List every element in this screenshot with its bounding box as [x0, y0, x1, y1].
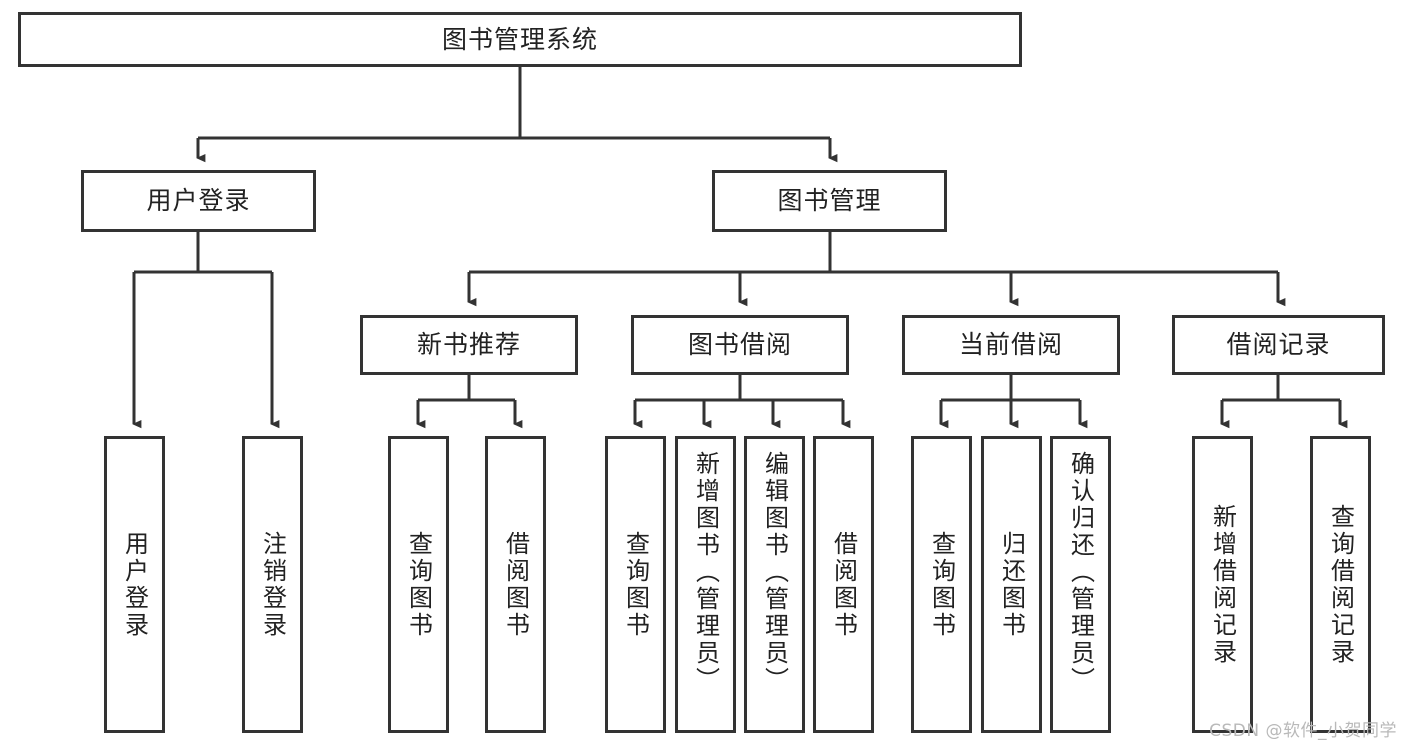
- node-label: 查询借阅记录: [1326, 503, 1355, 666]
- node-leaf-add-record[interactable]: 新增借阅记录: [1192, 436, 1253, 733]
- node-label: 用户登录: [146, 186, 251, 215]
- node-leaf-confirm-return[interactable]: 确认归还（管理员）: [1050, 436, 1111, 733]
- node-label: 当前借阅: [958, 330, 1063, 359]
- node-label: 用户登录: [120, 530, 149, 639]
- node-current-borrow[interactable]: 当前借阅: [902, 315, 1120, 375]
- node-borrow-record[interactable]: 借阅记录: [1172, 315, 1385, 375]
- node-label: 新书推荐: [416, 330, 521, 359]
- node-label: 编辑图书（管理员）: [760, 451, 789, 694]
- node-user-login[interactable]: 用户登录: [81, 170, 316, 232]
- node-new-book-recommend[interactable]: 新书推荐: [360, 315, 578, 375]
- node-leaf-user-login[interactable]: 用户登录: [104, 436, 165, 733]
- node-label: 图书管理系统: [441, 24, 598, 54]
- node-leaf-return-book[interactable]: 归还图书: [981, 436, 1042, 733]
- node-leaf-edit-book[interactable]: 编辑图书（管理员）: [744, 436, 805, 733]
- node-leaf-query-record[interactable]: 查询借阅记录: [1310, 436, 1371, 733]
- node-leaf-logout[interactable]: 注销登录: [242, 436, 303, 733]
- node-leaf-query-book-2[interactable]: 查询图书: [605, 436, 666, 733]
- node-leaf-add-book[interactable]: 新增图书（管理员）: [675, 436, 736, 733]
- node-label: 借阅记录: [1226, 330, 1331, 359]
- node-label: 借阅图书: [501, 530, 530, 639]
- node-leaf-query-book-1[interactable]: 查询图书: [388, 436, 449, 733]
- node-label: 查询图书: [927, 530, 956, 639]
- node-book-manage[interactable]: 图书管理: [712, 170, 947, 232]
- node-label: 确认归还（管理员）: [1066, 451, 1095, 694]
- node-label: 注销登录: [258, 530, 287, 639]
- node-label: 归还图书: [997, 530, 1026, 639]
- node-leaf-borrow-book-2[interactable]: 借阅图书: [813, 436, 874, 733]
- node-label: 借阅图书: [829, 530, 858, 639]
- node-label: 新增图书（管理员）: [691, 451, 720, 694]
- node-book-borrow[interactable]: 图书借阅: [631, 315, 849, 375]
- csdn-watermark: CSDN @软件_小贺同学: [1209, 721, 1397, 741]
- node-label: 查询图书: [404, 530, 433, 639]
- node-book-management-system[interactable]: 图书管理系统: [18, 12, 1022, 67]
- node-label: 查询图书: [621, 530, 650, 639]
- node-label: 图书借阅: [687, 330, 792, 359]
- node-leaf-borrow-book-1[interactable]: 借阅图书: [485, 436, 546, 733]
- node-label: 新增借阅记录: [1208, 503, 1237, 666]
- node-leaf-query-book-3[interactable]: 查询图书: [911, 436, 972, 733]
- node-label: 图书管理: [777, 186, 882, 215]
